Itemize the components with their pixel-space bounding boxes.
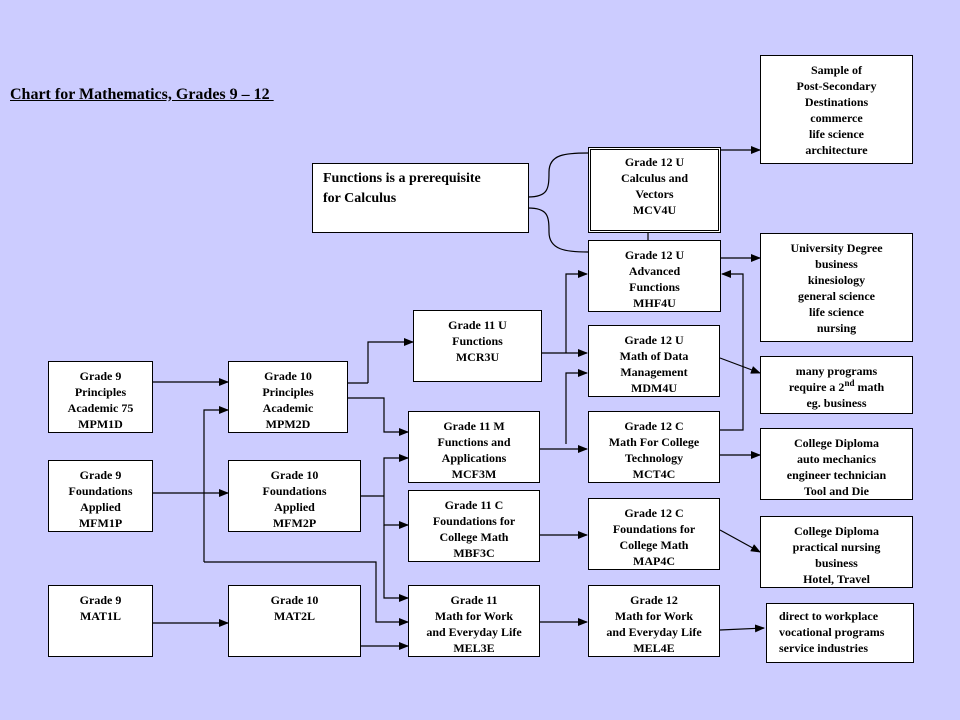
box-g9-locally: Grade 9 MAT1L [48,585,153,657]
arrow-to-g11-u [367,338,414,383]
chart-title: Chart for Mathematics, Grades 9 – 12 [10,86,274,103]
line-transfer-to-g11-work [204,561,409,626]
arrow-to-g12-advanced [565,270,588,353]
box-dest-workplace: direct to workplace vocational programs … [766,603,914,663]
arrow-work-to-workplace [719,624,765,633]
box-dest-many-programs: many programs require a 2nd math eg. bus… [760,356,913,414]
box-g12-tech: Grade 12 C Math For College Technology M… [588,411,720,483]
box-g12-work: Grade 12 Math for Work and Everyday Life… [588,585,720,657]
box-g11-c: Grade 11 C Foundations for College Math … [408,490,540,562]
arrow-to-g11-work [383,525,409,602]
box-g11-m: Grade 11 M Functions and Applications MC… [408,411,540,483]
box-g10-locally: Grade 10 MAT2L [228,585,361,657]
bracket-to-calculus [527,152,589,198]
arrow-data-to-many [719,357,761,374]
box-g9-academic: Grade 9 Principles Academic 75 MPM1D [48,361,153,433]
arrow-tech-to-advanced [720,270,744,431]
arrow-transfer-to-g10-academic [203,406,229,562]
box-dest-sample: Sample of Post-Secondary Destinations co… [760,55,913,164]
prerequisite-note: Functions is a prerequisite for Calculus [312,163,529,233]
box-g9-applied: Grade 9 Foundations Applied MFM1P [48,460,153,532]
box-g12-advanced: Grade 12 U Advanced Functions MHF4U [588,240,721,312]
box-g11-u: Grade 11 U Functions MCR3U [413,310,542,382]
arrow-to-g11-c [383,496,409,529]
box-dest-diploma-1: College Diploma auto mechanics engineer … [760,428,913,500]
line-g10-academic-down [348,397,409,436]
box-g11-work: Grade 11 Math for Work and Everyday Life… [408,585,540,657]
arrow-to-g11-m [383,454,409,496]
box-dest-university: University Degree business kinesiology g… [760,233,913,342]
box-g12-data: Grade 12 U Math of Data Management MDM4U [588,325,720,397]
arrow-college-to-diploma2 [719,529,761,553]
box-g12-college: Grade 12 C Foundations for College Math … [588,498,720,570]
bracket-to-advanced [527,207,589,253]
box-dest-diploma-2: College Diploma practical nursing busine… [760,516,913,588]
box-g10-academic: Grade 10 Principles Academic MPM2D [228,361,348,433]
arrow-g11-m-to-g12-data [565,369,588,444]
box-g10-applied: Grade 10 Foundations Applied MFM2P [228,460,361,532]
box-g12-calculus: Grade 12 U Calculus and Vectors MCV4U [588,147,721,233]
